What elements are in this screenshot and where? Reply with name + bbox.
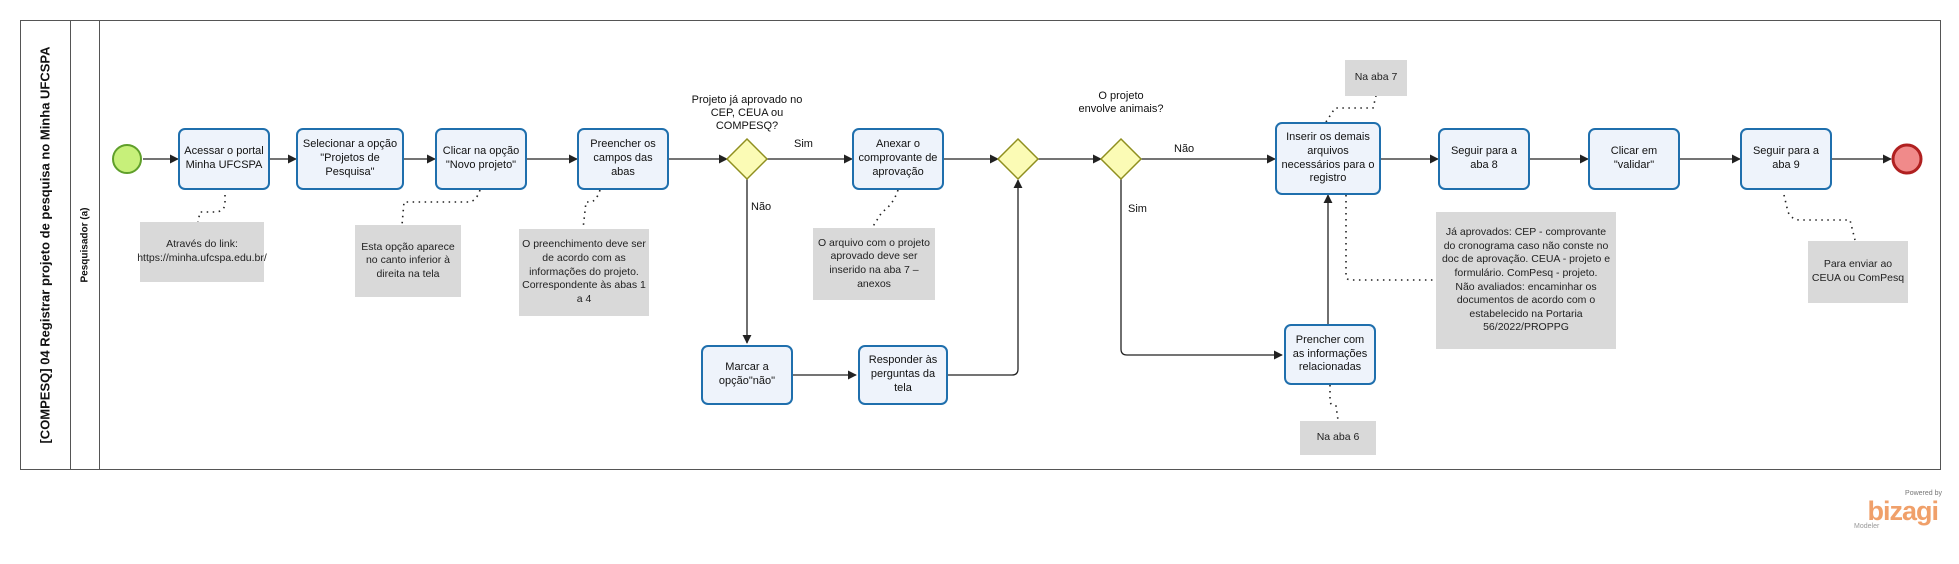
task-clicar-validar[interactable]: Clicar em "validar" — [1588, 128, 1680, 190]
lane-title: Pesquisador (a) — [79, 207, 91, 283]
note-aba7: Na aba 7 — [1345, 60, 1407, 96]
flow-label-nao-right: Não — [1174, 143, 1195, 155]
assoc-aba6 — [1329, 385, 1339, 421]
flow-responder-merge — [948, 179, 1023, 376]
task-preencher-campos[interactable]: Preencher os campos das abas — [577, 128, 669, 190]
note-aprovados: Já aprovados: CEP - comprovante do crono… — [1436, 212, 1616, 349]
note-arquivo: O arquivo com o projeto aprovado deve se… — [813, 228, 935, 300]
brand-name: bizagi — [1867, 496, 1939, 526]
gateway-merge — [996, 137, 1040, 181]
note-enviar: Para enviar ao CEUA ou ComPesq — [1808, 241, 1908, 303]
pool-title-band: [COMPESQ] 04 Registrar projeto de pesqui… — [20, 20, 71, 470]
assoc-aba7 — [1325, 95, 1377, 123]
flow-label-sim-top: Sim — [794, 138, 813, 150]
task-prencher-info[interactable]: Prencher com as informações relacionadas — [1284, 324, 1376, 385]
note-aba6: Na aba 6 — [1300, 421, 1376, 455]
brand-sub: Modeler — [1854, 523, 1880, 530]
task-inserir[interactable]: Inserir os demais arquivos necessários p… — [1275, 122, 1381, 195]
gateway-aprovado-question: Projeto já aprovado no CEP, CEUA ou COMP… — [691, 94, 803, 133]
task-marcar[interactable]: Marcar a opção"não" — [701, 345, 793, 405]
pool-title: [COMPESQ] 04 Registrar projeto de pesqui… — [37, 46, 53, 444]
gateway-animais-question: O projeto envolve animais? — [1078, 90, 1164, 116]
end-event — [1891, 143, 1923, 175]
task-anexar[interactable]: Anexar o comprovante de aprovação — [852, 128, 944, 190]
task-clicar-novo[interactable]: Clicar na opção "Novo projeto" — [435, 128, 527, 190]
task-acessar[interactable]: Acessar o portal Minha UFCSPA — [178, 128, 270, 190]
gateway-animais — [1099, 137, 1143, 181]
flow-label-sim-down: Sim — [1128, 203, 1147, 215]
bizagi-logo: Powered by bizagi Modeler — [1852, 490, 1942, 534]
assoc-opcao — [401, 189, 481, 226]
task-seguir8[interactable]: Seguir para a aba 8 — [1438, 128, 1530, 190]
flow-label-nao-down: Não — [751, 201, 772, 213]
note-preenchimento: O preenchimento deve ser de acordo com a… — [519, 229, 649, 316]
gateway-aprovado — [725, 137, 769, 181]
flow-animais-prencher — [1120, 179, 1283, 360]
note-link: Através do link: https://minha.ufcspa.ed… — [137, 222, 267, 282]
task-responder[interactable]: Responder às perguntas da tela — [858, 345, 948, 405]
start-event — [112, 144, 142, 174]
lane-title-band: Pesquisador (a) — [71, 20, 100, 470]
note-opcao: Esta opção aparece no canto inferior à d… — [355, 225, 461, 297]
pool-frame — [20, 20, 1941, 470]
task-seguir9[interactable]: Seguir para a aba 9 — [1740, 128, 1832, 190]
task-selecionar[interactable]: Selecionar a opção "Projetos de Pesquisa… — [296, 128, 404, 190]
powered-by-label: Powered by — [1905, 490, 1942, 497]
